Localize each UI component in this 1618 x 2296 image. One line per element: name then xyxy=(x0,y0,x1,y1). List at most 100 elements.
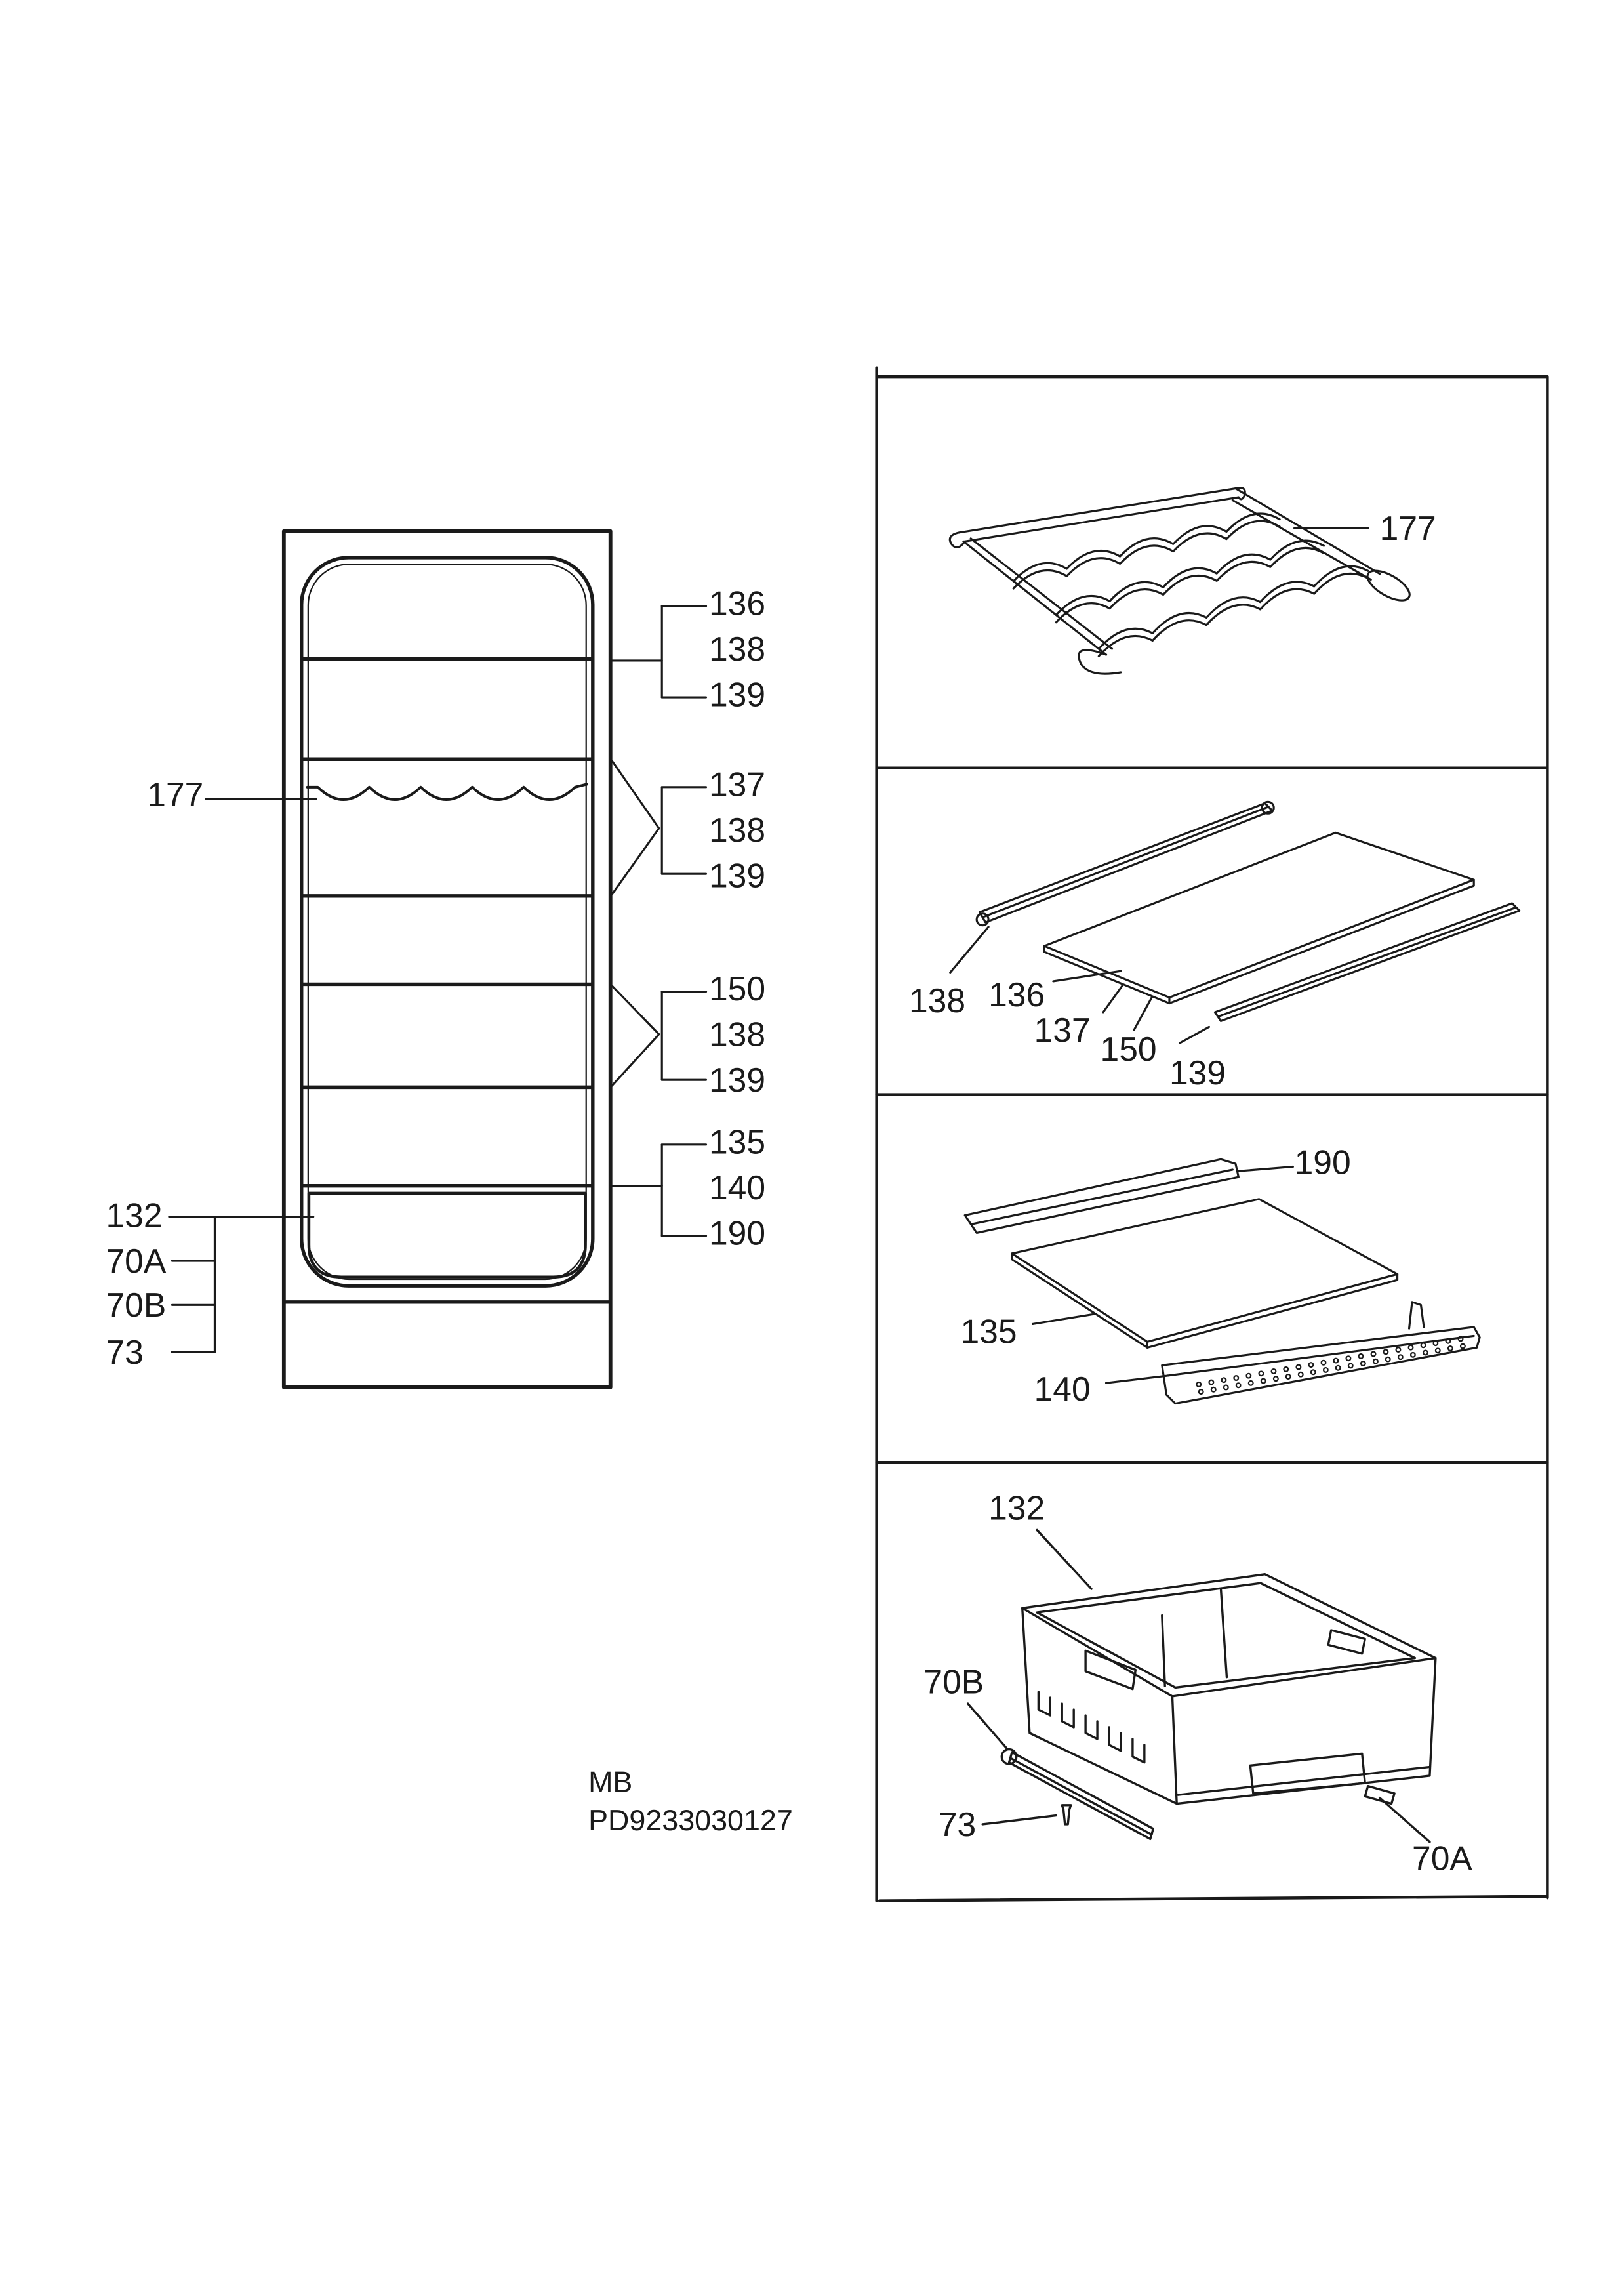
perforation-hole xyxy=(1270,1368,1277,1374)
callout-label: 138 xyxy=(709,1015,765,1054)
rack-loop-right xyxy=(1366,569,1411,602)
callout-label: 139 xyxy=(709,676,765,714)
callout-label: 190 xyxy=(1295,1143,1351,1181)
perforation-hole xyxy=(1383,1349,1389,1355)
perforation-hole xyxy=(1196,1381,1202,1387)
leader-panel4-d xyxy=(1378,1796,1431,1843)
callout-label: 138 xyxy=(909,981,965,1019)
rack-hook-right xyxy=(1234,487,1246,501)
frame-bottom xyxy=(878,1895,1549,1902)
drawer-rim-slot xyxy=(1327,1629,1366,1655)
callout-label: 139 xyxy=(709,856,765,894)
callout-label: 190 xyxy=(709,1214,765,1252)
cabinet-outline xyxy=(281,529,613,1389)
leader-panel4-b xyxy=(967,1702,1009,1751)
perforation-hole xyxy=(1233,1375,1240,1382)
perforation-hole xyxy=(1432,1340,1439,1347)
perforation-hole xyxy=(1347,1363,1354,1369)
perforation-hole xyxy=(1445,1338,1451,1344)
rack-wave-1 xyxy=(1012,512,1281,583)
perforation-hole xyxy=(1272,1376,1279,1382)
leader-second-group-b xyxy=(611,827,660,896)
perforation-hole xyxy=(1310,1369,1316,1376)
drawer-front-face xyxy=(1175,1656,1437,1805)
callout-label: 132 xyxy=(106,1196,162,1234)
rack-hook-left xyxy=(948,531,966,549)
shelf-front-strip-edge xyxy=(1217,907,1516,1018)
cover-rear-trim-lip xyxy=(971,1168,1234,1225)
perforation-hole xyxy=(1335,1364,1341,1371)
drawer-side-face xyxy=(1021,1607,1178,1805)
drawer-runner-right xyxy=(1364,1784,1396,1805)
rack-side-left-inner xyxy=(969,537,1114,650)
rack-back-bar-inner xyxy=(963,496,1240,543)
leader-third-group-b xyxy=(611,1033,660,1087)
callout-label: 70A xyxy=(106,1242,166,1280)
drawer-side-tab xyxy=(1084,1714,1099,1740)
perforation-hole xyxy=(1333,1357,1339,1364)
cover-front-trim-perforations xyxy=(1196,1336,1466,1395)
model-code: MB xyxy=(588,1765,632,1799)
drawer-runner-left-edge xyxy=(1009,1757,1153,1836)
crisper-cover-detail xyxy=(963,1158,1481,1405)
cabinet-overview xyxy=(281,529,613,1389)
leader-third-group-a xyxy=(611,985,660,1036)
leader-panel3-c xyxy=(1104,1374,1169,1384)
leader-panel2-e xyxy=(1179,1025,1211,1044)
glass-shelf-detail xyxy=(949,800,1521,1044)
shelf-front-strip xyxy=(1213,902,1521,1023)
perforation-hole xyxy=(1245,1372,1252,1379)
drawer-side-recess xyxy=(1084,1649,1137,1691)
perforation-hole xyxy=(1221,1377,1227,1384)
leader-panel2-b xyxy=(1052,970,1122,983)
perforation-hole xyxy=(1372,1358,1379,1364)
callout-labels: 177 136 138 139 137 138 139 150 138 139 … xyxy=(106,509,1472,1877)
perforation-hole xyxy=(1370,1351,1377,1357)
perforation-hole xyxy=(1447,1345,1453,1351)
callout-label: 137 xyxy=(1034,1011,1091,1049)
rack-back-bar xyxy=(958,487,1237,534)
shelf-rail-groove xyxy=(981,806,1269,918)
perforation-hole xyxy=(1395,1346,1402,1353)
perforation-hole xyxy=(1360,1361,1366,1367)
perforation-hole xyxy=(1459,1343,1466,1349)
cover-front-trim xyxy=(1161,1326,1481,1405)
cabinet-liner-inner xyxy=(307,563,587,1281)
callout-label: 136 xyxy=(988,975,1045,1014)
leader-panel4-c xyxy=(981,1814,1057,1826)
callout-label: 138 xyxy=(709,811,765,849)
rack-side-left xyxy=(962,540,1108,656)
rack-wave-2 xyxy=(1055,539,1325,617)
cover-front-trim-tab xyxy=(1407,1301,1425,1330)
cabinet-liner-outer xyxy=(300,556,595,1288)
perforation-hole xyxy=(1422,1349,1428,1356)
leader-panel2-c xyxy=(1102,985,1123,1014)
rack-wave-3 xyxy=(1097,565,1369,650)
crisper-drawer-outline xyxy=(307,1191,587,1279)
callout-label: 140 xyxy=(709,1168,765,1206)
leader-panel2-d xyxy=(1133,996,1153,1031)
rack-loop-left xyxy=(1078,649,1122,675)
rack-wave-2-inner xyxy=(1055,546,1325,624)
perforation-hole xyxy=(1283,1366,1289,1372)
drawer-runner-wheel xyxy=(1000,1748,1018,1765)
callout-label: 140 xyxy=(1034,1370,1091,1408)
detail-frame xyxy=(875,366,1549,1902)
drawer-rim-outer xyxy=(1021,1573,1437,1698)
perforation-hole xyxy=(1295,1364,1302,1370)
perforation-hole xyxy=(1407,1344,1414,1351)
perforation-hole xyxy=(1285,1374,1291,1380)
perforation-hole xyxy=(1210,1386,1217,1393)
callout-label: 136 xyxy=(709,584,765,622)
drawer-side-tab xyxy=(1037,1691,1051,1717)
perforation-hole xyxy=(1409,1351,1416,1358)
drawer-screw xyxy=(1061,1804,1072,1826)
perforation-hole xyxy=(1345,1355,1352,1362)
callout-label: 150 xyxy=(709,970,765,1008)
drawer-side-tab xyxy=(1061,1702,1075,1729)
callout-label: 135 xyxy=(709,1122,765,1160)
perforation-hole xyxy=(1297,1371,1304,1378)
perforation-hole xyxy=(1198,1389,1204,1395)
perforation-hole xyxy=(1308,1362,1314,1368)
